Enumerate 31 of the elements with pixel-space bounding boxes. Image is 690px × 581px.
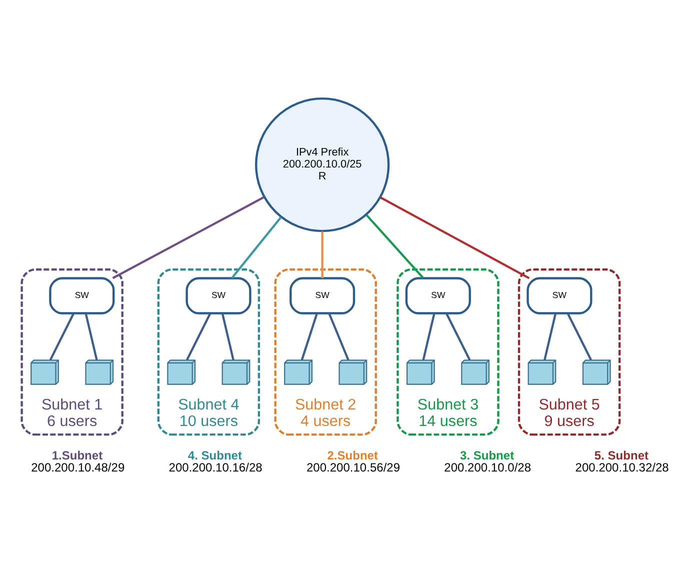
- connector: [366, 214, 424, 279]
- node-label: 5. Subnet: [594, 448, 649, 462]
- node-box: SW: [405, 277, 471, 314]
- node-box: SW: [186, 277, 252, 314]
- connector: [544, 313, 557, 360]
- connector: [321, 231, 324, 278]
- node-label: 3. Subnet: [460, 448, 514, 462]
- connector: [300, 313, 318, 360]
- connector: [84, 313, 98, 360]
- connector: [422, 313, 436, 360]
- connector: [328, 312, 350, 360]
- node-label: 200.200.10.48/29: [31, 460, 125, 474]
- connector: [186, 312, 212, 360]
- connector: [566, 312, 592, 360]
- node-label: 200.200.10.16/28: [168, 460, 262, 474]
- connector: [230, 216, 282, 279]
- node-label: 200.200.10.32/28: [575, 460, 669, 474]
- node-label: 200.200.10.0/28: [444, 460, 532, 474]
- node-box: SW: [290, 277, 356, 314]
- connector: [380, 196, 530, 280]
- connector: [445, 312, 471, 360]
- node-box: SW: [49, 277, 115, 314]
- node-label: 1.Subnet: [52, 448, 103, 462]
- connector: [49, 312, 75, 360]
- connector: [221, 313, 234, 360]
- connector: [112, 196, 265, 280]
- node-box: SW: [526, 277, 592, 314]
- node-label: 200.200.10.56/29: [306, 460, 400, 474]
- node-label: 2.Subnet: [327, 448, 378, 462]
- node-label: 4. Subnet: [188, 448, 242, 462]
- node-circle: IPv4 Prefix 200.200.10.0/25 R: [254, 97, 390, 232]
